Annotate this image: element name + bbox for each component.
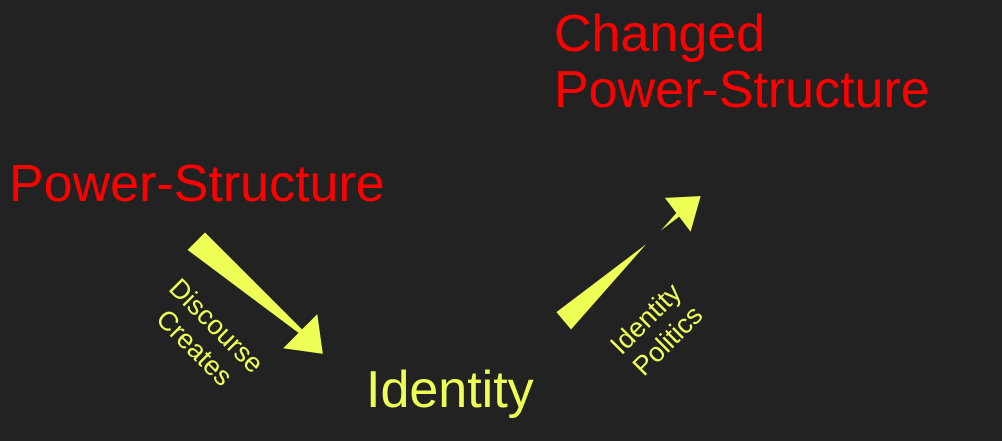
identity-politics-arrow: [553, 193, 704, 333]
changed-power-structure-node: Changed Power-Structure: [554, 6, 930, 118]
power-structure-node: Power-Structure: [9, 155, 385, 213]
changed-power-structure-line2: Power-Structure: [554, 61, 930, 119]
identity-node: Identity: [366, 361, 534, 419]
changed-power-structure-line1: Changed: [554, 5, 766, 63]
discourse-arrow: [184, 229, 326, 357]
